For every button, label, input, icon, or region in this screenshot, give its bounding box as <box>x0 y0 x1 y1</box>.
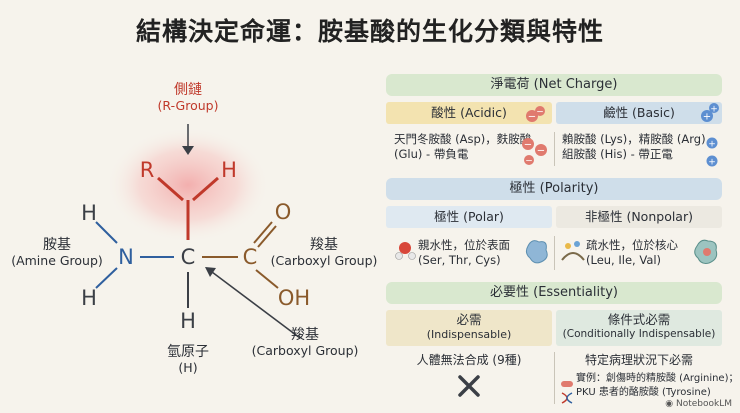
amine-label-en: (Amine Group) <box>11 253 103 268</box>
atom-h-side: H <box>221 158 237 182</box>
basic-label: 鹼性 (Basic) <box>556 102 722 124</box>
svg-text:+: + <box>703 112 711 123</box>
basic-line2: 組胺酸 (His) - 帶正電 <box>562 147 673 161</box>
water-molecule-icon <box>394 239 420 267</box>
c-o-double-bond-b <box>257 225 277 248</box>
polar-line1: 親水性，位於表面 <box>418 238 510 252</box>
carboxyl-label: 羧基 (Carboxyl Group) <box>271 237 378 269</box>
amino-acid-structure: 側鏈 (R-Group) R H H N H C C O OH H 胺基 (Am… <box>11 82 378 376</box>
acidic-label: 酸性 (Acidic) <box>386 102 552 124</box>
c-oh-bond <box>255 269 279 289</box>
structure-bonds <box>95 124 301 339</box>
atom-h-amine-top: H <box>81 201 97 225</box>
polar-label: 極性 (Polar) <box>386 206 552 228</box>
watermark-text: NotebookLM <box>675 399 732 409</box>
carboxyl-label-en: (Carboxyl Group) <box>270 253 378 268</box>
hydrogen-label-zh: 氫原子 <box>167 344 209 360</box>
net-charge-divider <box>554 132 555 166</box>
r-bond-left <box>157 176 184 202</box>
atom-o: O <box>274 200 292 224</box>
svg-text:−: − <box>524 140 532 151</box>
acidic-examples: 天門冬胺酸 (Asp)，麩胺酸 (Glu) - 帶負電 <box>394 132 531 162</box>
svg-text:−: − <box>536 108 544 118</box>
r-bond-right <box>192 176 219 202</box>
acidic-line1: 天門冬胺酸 (Asp)，麩胺酸 <box>394 132 532 146</box>
svg-text:+: + <box>710 105 718 115</box>
cross-icon <box>457 374 481 402</box>
nonpolar-line1: 疏水性，位於核心 <box>586 238 678 252</box>
amine-label: 胺基 (Amine Group) <box>11 237 103 269</box>
conditional-examples: 實例：創傷時的精胺酸 (Arginine)； PKU 患者的酪胺酸 (Tyros… <box>576 372 739 400</box>
svg-text:−: − <box>525 157 533 167</box>
carboxyl-label-zh: 羧基 <box>310 237 338 253</box>
polar-examples: 親水性，位於表面 (Ser, Thr, Cys) <box>418 238 510 268</box>
atom-h-bottom: H <box>180 309 196 333</box>
protein-core-icon <box>692 236 720 270</box>
conditional-description: 特定病理狀況下必需 <box>584 353 693 367</box>
amine-label-zh: 胺基 <box>42 237 71 253</box>
essentiality-divider <box>554 352 555 404</box>
atom-h-amine-bottom: H <box>81 286 97 310</box>
side-chain-label: 側鏈 (R-Group) <box>158 82 219 114</box>
svg-text:−: − <box>528 112 536 123</box>
svg-text:+: + <box>708 140 716 150</box>
svg-text:+: + <box>708 158 716 168</box>
atom-c-carboxyl: C <box>242 245 258 269</box>
atom-oh: OH <box>277 286 311 310</box>
polar-line2: (Ser, Thr, Cys) <box>418 253 501 267</box>
nonpolar-examples: 疏水性，位於核心 (Leu, Ile, Val) <box>586 238 678 268</box>
carboxyl-arrow <box>211 271 301 339</box>
polarity-divider <box>554 236 555 270</box>
net-charge-header: 淨電荷 (Net Charge) <box>386 74 722 96</box>
positive-charge-icon: ++ <box>700 102 720 128</box>
basic-line1: 賴胺酸 (Lys)，精胺酸 (Arg)， <box>562 132 718 146</box>
essentiality-header: 必要性 (Essentiality) <box>386 282 722 304</box>
essential-label-en: (Indispensable) <box>426 328 512 341</box>
side-chain-label-en: (R-Group) <box>157 98 219 113</box>
injury-icon <box>560 375 574 394</box>
hydrogen-label: 氫原子 (H) <box>167 344 209 376</box>
side-chain-label-zh: 側鏈 <box>174 82 202 98</box>
negative-charges-icon: −−− <box>520 136 548 170</box>
svg-text:−: − <box>537 146 545 157</box>
essential-label-zh: 必需 <box>456 312 482 327</box>
carboxyl-label-lower-zh: 羧基 <box>291 327 319 343</box>
side-chain-glow <box>106 127 270 243</box>
atom-r: R <box>139 158 155 182</box>
carboxyl-label-lower: 羧基 (Carboxyl Group) <box>252 327 359 359</box>
atom-n: N <box>118 245 134 269</box>
hydrogen-label-en: (H) <box>178 360 198 375</box>
nonpolar-line2: (Leu, Ile, Val) <box>586 253 662 267</box>
carboxyl-label-lower-en: (Carboxyl Group) <box>251 343 359 358</box>
c-o-double-bond-a <box>253 221 273 244</box>
hydrophobic-icon <box>560 238 586 268</box>
basic-examples: 賴胺酸 (Lys)，精胺酸 (Arg)， 組胺酸 (His) - 帶正電 <box>562 132 717 162</box>
nh-bond-bottom <box>95 267 118 289</box>
acidic-line2: (Glu) - 帶負電 <box>394 147 469 161</box>
conditional-example-1: 實例：創傷時的精胺酸 (Arginine)； <box>576 373 739 384</box>
essential-label: 必需 (Indispensable) <box>386 310 552 346</box>
atom-c-alpha: C <box>180 245 196 269</box>
positive-charges-icon: ++ <box>702 136 722 174</box>
polarity-header: 極性 (Polarity) <box>386 178 722 200</box>
dna-icon <box>560 389 574 408</box>
page-title: 結構決定命運：胺基酸的生化分類與特性 <box>135 17 604 46</box>
essential-description: 人體無法合成 (9種) <box>416 353 522 367</box>
watermark: ◉ NotebookLM <box>665 399 732 409</box>
conditional-label: 條件式必需 (Conditionally Indispensable) <box>556 310 722 346</box>
nh-bond-top <box>95 221 118 244</box>
nonpolar-label: 非極性 (Nonpolar) <box>556 206 722 228</box>
negative-charge-icon: −− <box>526 105 546 127</box>
conditional-example-2: PKU 患者的酪胺酸 (Tyrosine) <box>576 387 711 398</box>
conditional-label-en: (Conditionally Indispensable) <box>562 328 716 340</box>
protein-surface-icon <box>524 236 550 270</box>
conditional-label-zh: 條件式必需 <box>607 312 671 327</box>
notebooklm-icon: ◉ <box>665 399 674 409</box>
